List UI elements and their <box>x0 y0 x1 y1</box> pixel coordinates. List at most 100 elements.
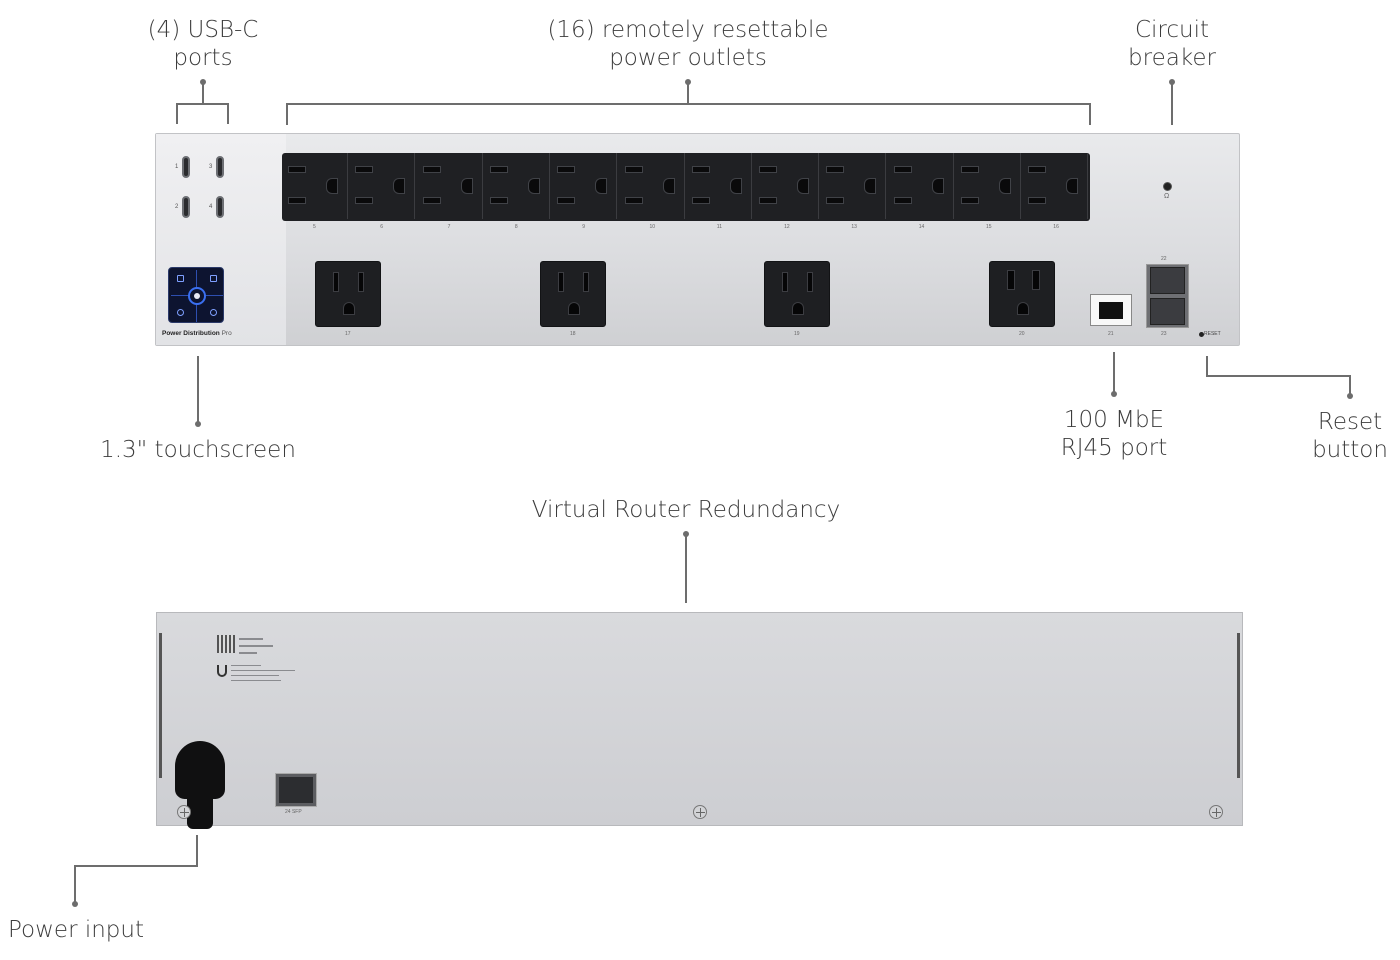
outlet-number-12: 12 <box>784 224 790 230</box>
device-brand-suffix: Pro <box>221 330 232 337</box>
outlet-14[interactable] <box>888 153 954 219</box>
rear-panel: 24 SFP <box>156 612 1243 829</box>
label-line <box>231 680 281 681</box>
outlet-10[interactable] <box>619 153 685 219</box>
outlet-slot-top <box>557 166 576 173</box>
breaker-callout-line1: Circuit <box>1134 17 1210 43</box>
outlet-number-7: 7 <box>447 224 451 230</box>
outlet-13[interactable] <box>820 153 887 219</box>
outlet-number-13: 13 <box>851 224 857 230</box>
label-line <box>239 645 273 647</box>
outlet-11[interactable] <box>686 153 752 219</box>
vrr-callout: Virtual Router Redundancy <box>531 497 841 523</box>
outlet-slot-top <box>288 166 306 173</box>
rear-sfp-port[interactable] <box>275 773 317 807</box>
outlet-slot-bottom <box>557 197 576 204</box>
outlet-6[interactable] <box>349 153 416 219</box>
circuit-breaker-symbol: Ω <box>1164 193 1170 200</box>
outlets-callout-line1: (16) remotely resettable <box>547 17 829 43</box>
usbc-number-2: 2 <box>175 204 179 210</box>
rj45-number: 21 <box>1108 331 1114 337</box>
outlet-16[interactable] <box>1022 153 1089 219</box>
outlet-19[interactable] <box>764 261 830 327</box>
outlet-slot-bottom <box>691 197 710 204</box>
usbc-port-3[interactable] <box>216 156 224 178</box>
power-input-callout: Power input <box>7 917 144 943</box>
outlets-callout-line2: power outlets <box>609 45 767 71</box>
rj45-callout-line2: RJ45 port <box>1060 435 1168 461</box>
rj45-port[interactable] <box>1090 294 1132 326</box>
outlet-number-19: 19 <box>794 331 800 337</box>
touchscreen-info-icon[interactable] <box>177 309 184 316</box>
product-label <box>215 633 300 688</box>
outlet-number-8: 8 <box>514 224 518 230</box>
outlet-number-17: 17 <box>345 331 351 337</box>
outlet-slot-bottom <box>624 197 643 204</box>
outlet-20-slot-left <box>1007 270 1015 290</box>
usbc-port-4[interactable] <box>216 196 224 218</box>
outlet-slot-bottom <box>288 197 306 204</box>
reset-button[interactable] <box>1199 332 1204 337</box>
reset-callout: Reset button <box>1300 408 1400 464</box>
breaker-callout: Circuit breaker <box>1112 16 1232 72</box>
reset-callout-line1: Reset <box>1317 409 1383 435</box>
outlet-8[interactable] <box>484 153 550 219</box>
outlet-slot-top <box>759 166 778 173</box>
label-line <box>231 665 261 666</box>
circuit-breaker-button[interactable] <box>1163 182 1172 191</box>
ubiquiti-logo-icon <box>217 665 227 677</box>
outlet-number-16: 16 <box>1053 224 1059 230</box>
qr-code-icon <box>217 635 235 653</box>
outlet-18[interactable] <box>540 261 606 327</box>
outlet-19-slot-left <box>782 272 788 292</box>
outlet-15[interactable] <box>955 153 1021 219</box>
usbc-number-3: 3 <box>209 164 213 170</box>
label-line <box>231 670 295 671</box>
touchscreen-center-button[interactable] <box>188 287 206 305</box>
outlet-5[interactable] <box>282 153 348 219</box>
screw-icon <box>177 805 191 819</box>
outlet-slot-top <box>691 166 710 173</box>
outlet-9[interactable] <box>551 153 618 219</box>
sfp-ports[interactable] <box>1146 264 1189 328</box>
usbc-callout-line1: (4) USB-C <box>147 17 259 43</box>
touchscreen-lock-icon[interactable] <box>210 275 217 282</box>
power-input-connector[interactable] <box>175 741 225 799</box>
screw-icon <box>1209 805 1223 819</box>
sfp-number-23: 23 <box>1161 331 1167 337</box>
outlet-12[interactable] <box>753 153 820 219</box>
touchscreen-home-icon[interactable] <box>177 275 184 282</box>
outlet-7[interactable] <box>417 153 483 219</box>
outlet-17-ground <box>343 302 355 315</box>
usbc-number-1: 1 <box>175 164 179 170</box>
usbc-port-1[interactable] <box>182 156 190 178</box>
outlet-18-slot-left <box>558 272 564 292</box>
outlet-ground <box>460 178 473 194</box>
outlet-number-5: 5 <box>313 224 316 230</box>
rear-sfp-number: 24 SFP <box>285 809 302 815</box>
outlet-ground <box>595 178 608 194</box>
outlet-17[interactable] <box>315 261 381 327</box>
outlet-19-slot-right <box>807 272 813 292</box>
touchscreen[interactable] <box>168 267 224 323</box>
outlet-slot-top <box>826 166 845 173</box>
outlet-slot-bottom <box>759 197 778 204</box>
outlet-slot-bottom <box>826 197 845 204</box>
rj45-callout: 100 MbE RJ45 port <box>1044 406 1184 462</box>
outlet-19-ground <box>792 302 804 315</box>
outlet-ground <box>931 178 944 194</box>
label-line <box>239 638 263 640</box>
sfp-number-22: 22 <box>1161 256 1167 262</box>
outlet-17-slot-left <box>333 272 339 292</box>
outlet-number-6: 6 <box>380 224 384 230</box>
reset-callout-line2: button <box>1312 437 1388 463</box>
outlet-20[interactable] <box>989 261 1055 327</box>
outlet-slot-bottom <box>422 197 441 204</box>
breaker-callout-line2: breaker <box>1128 45 1216 71</box>
touchscreen-settings-icon[interactable] <box>210 309 217 316</box>
outlet-bank <box>282 153 1090 221</box>
outlet-20-slot-right <box>1032 270 1040 290</box>
outlet-number-20: 20 <box>1019 331 1025 337</box>
outlet-18-ground <box>568 302 580 315</box>
usbc-port-2[interactable] <box>182 196 190 218</box>
